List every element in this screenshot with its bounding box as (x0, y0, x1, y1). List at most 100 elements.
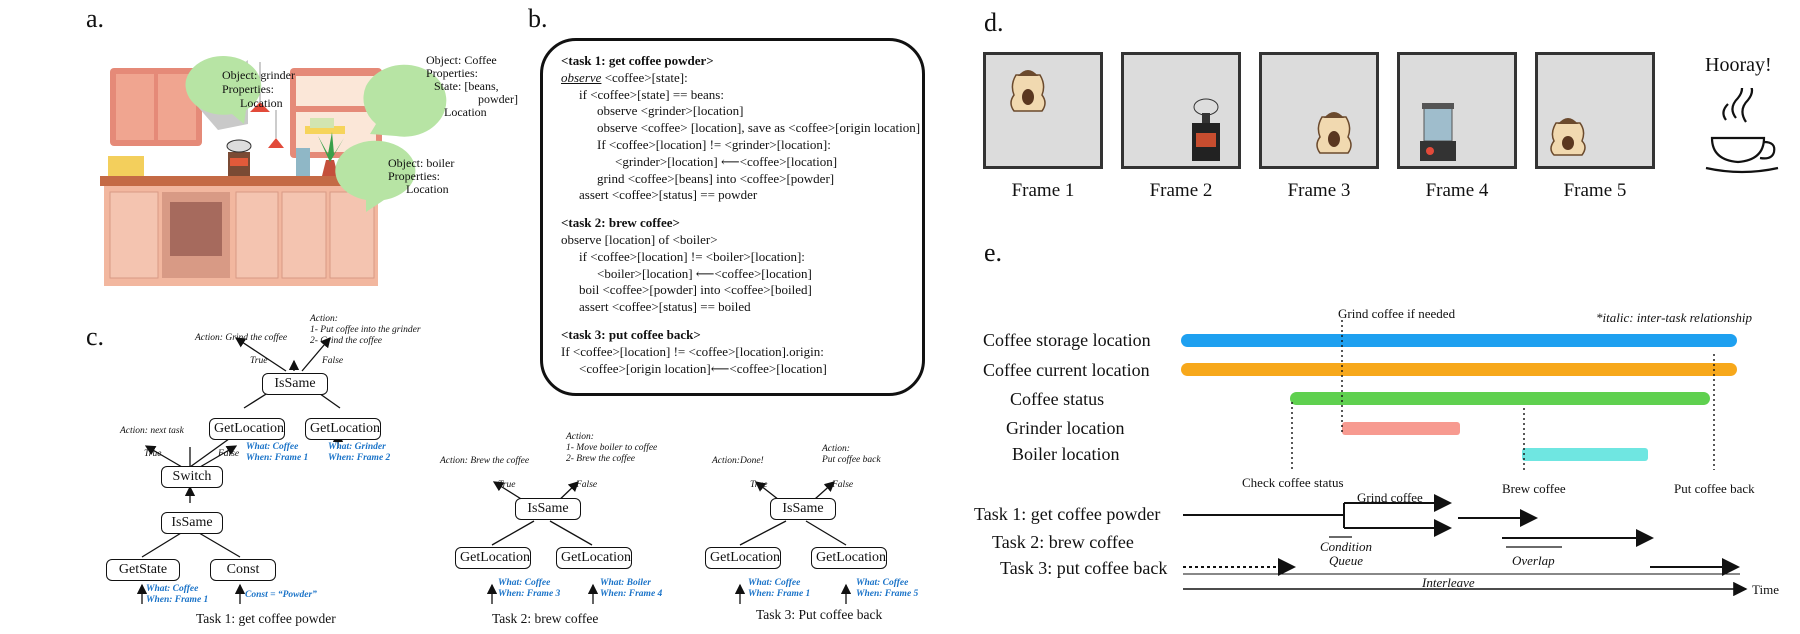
panel-label-d: d. (984, 8, 1004, 37)
frame-label: Frame 2 (1149, 180, 1213, 201)
kitchen-illustration (100, 55, 447, 286)
node-getstate: GetState (106, 559, 180, 581)
bar-grinder (1342, 422, 1460, 435)
code-line: If <coffee>[location] != <coffee>[locati… (561, 343, 824, 359)
code-line: <coffee>[origin location]⟵<coffee>[locat… (579, 360, 827, 376)
task3-title: <task 3: put coffee back> (561, 326, 701, 342)
action-grind: Action: Grind the coffee (195, 333, 288, 343)
edge-true: True (250, 356, 268, 366)
node-getlocation: GetLocation (305, 418, 381, 440)
condition-text: Condition (1320, 539, 1373, 554)
grind-coffee-label: Grind coffee (1357, 490, 1423, 505)
coffee-bag-icon (1010, 70, 1046, 112)
row-label-status: Coffee status (1010, 389, 1105, 409)
what-when-left: What: Coffee When: Frame 1 (748, 578, 810, 600)
node-getlocation: GetLocation (811, 547, 887, 569)
node-issame: IsSame (770, 498, 836, 520)
edge-true: True (750, 480, 768, 490)
bubble-boiler-line: Properties: (388, 169, 440, 183)
code-line: if <coffee>[location] != <boiler>[locati… (579, 248, 805, 264)
action-header: Action: (566, 432, 594, 442)
node-getlocation: GetLocation (455, 547, 531, 569)
node-getlocation: GetLocation (705, 547, 781, 569)
code-line: observe <grinder>[location] (597, 103, 744, 119)
node-getlocation: GetLocation (209, 418, 285, 440)
getstate-what-when: What: Coffee When: Frame 1 (146, 584, 208, 606)
italic-note: *italic: inter-task relationship (1596, 310, 1752, 325)
what-label: What: Grinder (328, 442, 386, 452)
panel-label-e: e. (984, 238, 1003, 267)
frame-4 (1397, 52, 1517, 169)
task3-caption: Task 3: Put coffee back (756, 607, 883, 622)
bubble-coffee-line: Object: Coffee (426, 53, 497, 67)
action-move-block: Action: 1- Move boiler to coffee 2- Brew… (566, 432, 657, 465)
when-label: When: Frame 3 (498, 589, 561, 599)
task2-title: <task 2: brew coffee> (561, 215, 680, 231)
panel-label-c: c. (86, 322, 105, 351)
observe-keyword: observe (561, 69, 602, 85)
bubble-coffee-line: Location (444, 105, 487, 119)
task1-observe: observe <coffee>[state]: (561, 70, 904, 87)
action-line: 1- Put coffee into the grinder (310, 325, 421, 335)
bubble-grinder-text: Object: grinder Properties: Location (222, 68, 295, 110)
task1-caption: Task 1: get coffee powder (196, 611, 336, 626)
when-label: When: Frame 1 (748, 589, 811, 599)
edge-false: False (322, 356, 344, 366)
frame-label: Frame 5 (1563, 180, 1627, 201)
edge-true: True (498, 480, 516, 490)
bubble-boiler-line: Location (406, 182, 449, 196)
code-line: grind <coffee>[beans] into <coffee>[powd… (597, 170, 835, 186)
code-line: boil <coffee>[powder] into <coffee>[boil… (579, 282, 812, 298)
grind-if-needed: Grind coffee if needed (1338, 306, 1456, 321)
action-header: Action: (310, 314, 338, 324)
code-line: <boiler>[location] ⟵<coffee>[location] (597, 265, 812, 281)
action-brew: Action: Brew the coffee (440, 456, 530, 466)
code-line: if <coffee>[state] == beans: (579, 86, 724, 102)
action-line: Put coffee back (822, 455, 881, 465)
marker-put-back: Put coffee back (1674, 481, 1755, 496)
when-label: When: Frame 2 (328, 453, 391, 463)
task1-row-label: Task 1: get coffee powder (974, 504, 1161, 524)
overlap-label: Overlap (1512, 553, 1555, 568)
bubble-coffee-line: State: [beans, (434, 79, 499, 93)
node-const: Const (210, 559, 276, 581)
bar-current (1181, 363, 1737, 376)
node-issame: IsSame (515, 498, 581, 520)
coffee-bag-icon (1316, 112, 1352, 154)
what-label: What: Coffee (748, 578, 801, 588)
frame-1 (983, 52, 1103, 169)
bubble-boiler-text: Object: boiler Properties: Location (388, 157, 454, 196)
bar-boiler (1522, 448, 1648, 461)
condition-queue-label: Condition Queue (1320, 540, 1372, 568)
const-value: Const = “Powder” (245, 590, 317, 600)
what-label: What: Coffee (146, 584, 199, 594)
row-label-grinder: Grinder location (1006, 418, 1125, 438)
frame-label: Frame 3 (1287, 180, 1351, 201)
coffee-cup-icon (1705, 88, 1779, 174)
what-label: What: Coffee (246, 442, 299, 452)
grinder-icon (1192, 98, 1220, 161)
action-line: 2- Brew the coffee (566, 454, 636, 464)
code-line: observe <coffee> [location], save as <co… (597, 120, 921, 136)
what-when-right: What: Boiler When: Frame 4 (600, 578, 662, 600)
when-label: When: Frame 1 (146, 595, 209, 605)
task2-row-label: Task 2: brew coffee (992, 532, 1134, 552)
code-line: assert <coffee>[status] == powder (579, 187, 758, 203)
bubble-coffee-text: Object: Coffee Properties: State: [beans… (426, 54, 518, 119)
row-label-boiler: Boiler location (1012, 444, 1120, 464)
edge-false: False (576, 480, 598, 490)
when-label: When: Frame 5 (856, 589, 919, 599)
code-line: If <coffee>[location] != <grinder>[locat… (597, 136, 831, 152)
what-label: What: Coffee (498, 578, 551, 588)
code-line: <grinder>[location] ⟵<coffee>[location] (615, 153, 838, 169)
edge-true: True (144, 449, 162, 459)
edge-false: False (218, 449, 240, 459)
action-header: Action: (822, 444, 850, 454)
interleave-label: Interleave (1422, 575, 1475, 590)
what-when-right: What: Coffee When: Frame 5 (856, 578, 918, 600)
panel-label-a: a. (86, 4, 105, 33)
task2-caption: Task 2: brew coffee (492, 611, 599, 626)
node-getlocation: GetLocation (556, 547, 632, 569)
when-label: When: Frame 4 (600, 589, 663, 599)
